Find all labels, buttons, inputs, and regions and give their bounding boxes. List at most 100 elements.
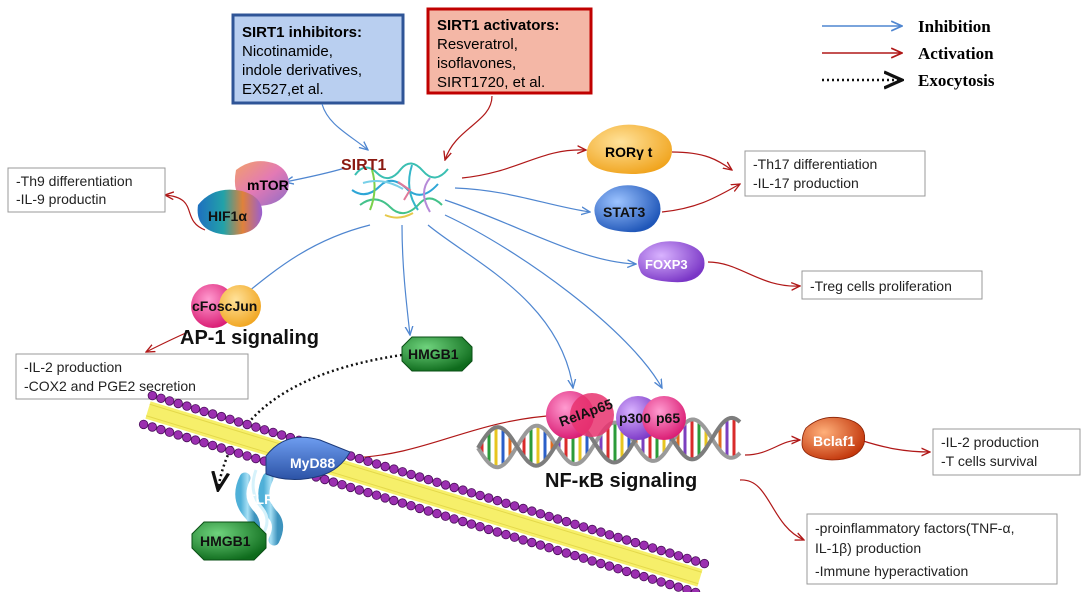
phospholipid-head	[432, 508, 442, 519]
phospholipid-head	[458, 485, 468, 495]
activators-title: SIRT1 activators:	[437, 17, 560, 34]
tlr4-label: TLR4	[247, 491, 282, 507]
outcome-line: -proinflammatory factors(TNF-α,	[815, 520, 1014, 536]
phospholipid-head	[354, 453, 365, 464]
phospholipid-head	[389, 495, 399, 506]
myd88-label: MyD88	[290, 455, 335, 471]
phospholipid-head	[483, 524, 494, 535]
phospholipid-head	[484, 493, 494, 503]
phospholipid-head	[147, 390, 158, 401]
phospholipid-head	[380, 461, 390, 472]
phospholipid-head	[164, 427, 175, 437]
membrane-layer	[149, 403, 702, 573]
phospholipid-head	[527, 506, 537, 516]
stat3-shape	[594, 185, 661, 233]
phospholipid-head	[320, 474, 330, 485]
phospholipid-head	[233, 417, 244, 427]
phospholipid-head	[690, 587, 701, 592]
sirt1-to-rorgt-arrow	[461, 150, 586, 179]
sirt1-to-ap1-arrow	[238, 224, 371, 300]
foxp3-shape	[638, 241, 705, 283]
outcome-line: -IL-2 production	[941, 434, 1039, 450]
inhibitors-title: SIRT1 inhibitors:	[242, 24, 362, 41]
phospholipid-head	[164, 396, 175, 406]
arrows	[146, 95, 930, 540]
cfos-cjun-label: cFoscJun	[192, 298, 257, 314]
dna-strand	[476, 415, 742, 468]
sirt1-label: SIRT1	[341, 157, 386, 174]
bclaf1-label: Bclaf1	[813, 433, 855, 449]
phospholipid-head	[647, 543, 658, 553]
nfkb-signaling-label: NF-κB signaling	[545, 470, 697, 492]
phospholipid-head	[199, 438, 209, 448]
phospholipid-head	[207, 409, 218, 419]
phospholipid-head	[630, 569, 641, 579]
phospholipid-head	[604, 561, 615, 571]
phospholipid-head	[354, 485, 365, 495]
sirt1-to-mtor-arrow	[285, 167, 346, 182]
phospholipid-head	[380, 493, 390, 503]
phospholipid-head	[535, 509, 546, 519]
nfkb-to-proinflammatory-arrow	[739, 479, 804, 540]
phospholipid-head	[501, 529, 511, 540]
foxp3-to-treg-arrow	[707, 261, 800, 286]
phospholipid-head	[225, 445, 235, 456]
phospholipid-head	[147, 422, 158, 432]
phospholipid-head	[578, 522, 589, 532]
phospholipid-head	[492, 527, 503, 537]
phospholipid-head	[156, 424, 166, 435]
outcome-th9-box: -Th9 differentiation -IL-9 productin	[7, 167, 166, 213]
phospholipid-head	[268, 427, 278, 438]
phospholipid-head	[156, 393, 166, 404]
stat3-label: STAT3	[603, 204, 645, 220]
legend-activation-label: Activation	[918, 44, 994, 63]
phospholipid-head	[570, 519, 580, 530]
phospholipid-head	[665, 548, 675, 558]
cjun-shape	[219, 285, 261, 327]
sirt1-to-foxp3-arrow	[444, 199, 636, 264]
sirt1-protein: SIRT1	[341, 157, 449, 219]
outcome-treg-box: -Treg cells proliferation	[801, 270, 983, 300]
phospholipid-head	[190, 435, 201, 445]
phospholipid-head	[406, 469, 416, 480]
phospholipid-head	[328, 477, 339, 487]
phospholipid-head	[587, 556, 597, 566]
phospholipid-head	[423, 474, 434, 485]
phospholipid-head	[389, 464, 399, 474]
phospholipid-head	[225, 414, 235, 425]
activator-to-sirt1-arrow	[445, 95, 493, 160]
outcome-il2-cox2-box: -IL-2 production -COX2 and PGE2 secretio…	[15, 353, 249, 400]
phospholipid-head	[173, 398, 183, 409]
nfkb-to-bclaf1-arrow	[744, 440, 800, 456]
phospholipid-head	[216, 443, 227, 453]
phospholipid-head	[242, 419, 252, 430]
outcome-line: -Th9 differentiation	[16, 173, 132, 189]
stat3-to-th17-arrow	[661, 184, 740, 213]
phospholipid-head	[604, 530, 615, 540]
hmgb1-bottom-label: HMGB1	[200, 533, 251, 549]
phospholipid-head	[458, 516, 468, 527]
phospholipid-head	[440, 480, 451, 490]
phospholipid-head	[251, 422, 261, 432]
sirt1-to-hmgb1-arrow	[401, 224, 410, 335]
phospholipid-head	[242, 451, 252, 461]
phospholipid-head	[647, 574, 658, 584]
phospholipid-head	[518, 535, 528, 545]
phospholipid-head	[673, 582, 684, 592]
hmgb1-exocytosis-arrow	[218, 353, 403, 490]
phospholipid-head	[182, 401, 192, 411]
rorgt-to-th17-arrow	[671, 151, 732, 170]
outcome-line: -IL-9 productin	[16, 191, 106, 207]
outcome-line: -Th17 differentiation	[753, 156, 877, 172]
ap1-to-il2-arrow	[146, 331, 189, 352]
cfos-cjun-complex: cFoscJun	[191, 284, 261, 328]
ap1-signaling-label: AP-1 signaling	[180, 327, 319, 349]
inhibitor-line: EX527,et al.	[242, 81, 324, 98]
phospholipid-head	[613, 564, 623, 574]
relap65-protein: RelAp65	[546, 391, 615, 439]
phospholipid-head	[639, 571, 649, 582]
phospholipid-head	[371, 490, 382, 500]
p300-label: p300	[619, 410, 651, 426]
phospholipid-head	[544, 511, 554, 522]
phospholipid-head	[682, 553, 692, 564]
